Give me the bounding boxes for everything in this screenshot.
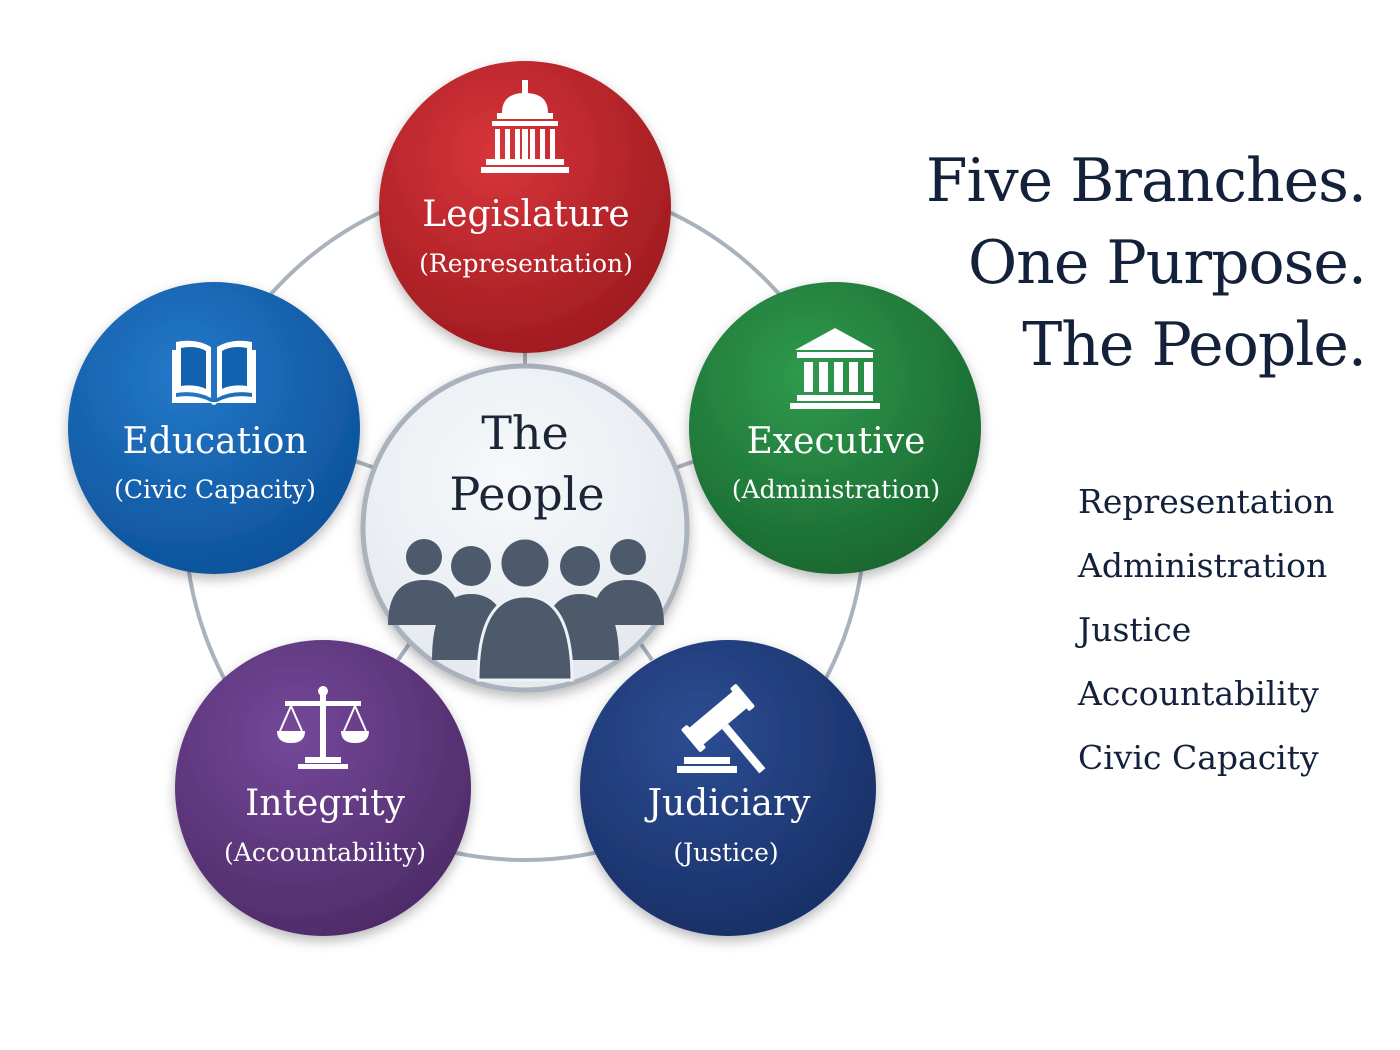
branch-executive-subtitle: (Administration) <box>732 475 940 504</box>
book-pages <box>181 347 247 389</box>
branch-education-subtitle: (Civic Capacity) <box>114 475 316 504</box>
values-list-item: Accountability <box>1078 674 1319 713</box>
branch-legislature-subtitle: (Representation) <box>419 249 633 278</box>
government-building-icon <box>790 328 880 409</box>
branch-judiciary: Judiciary (Justice) <box>580 640 876 936</box>
branch-integrity-title: Integrity <box>245 783 405 824</box>
values-list: Representation Administration Justice Ac… <box>1078 470 1334 790</box>
branch-executive-circle <box>689 282 981 574</box>
values-list-item: Administration <box>1078 546 1328 585</box>
headline-line2: One Purpose. <box>967 228 1367 298</box>
branch-judiciary-subtitle: (Justice) <box>673 838 778 867</box>
center-title-line1: The <box>481 406 569 460</box>
headline-line3: The People. <box>1022 310 1367 380</box>
branch-integrity: Integrity (Accountability) <box>175 640 471 936</box>
values-list-item: Civic Capacity <box>1078 738 1319 777</box>
branch-judiciary-title: Judiciary <box>644 783 812 824</box>
center-title-line2: People <box>449 467 604 521</box>
branch-integrity-subtitle: (Accountability) <box>224 838 426 867</box>
branch-legislature-title: Legislature <box>422 194 629 235</box>
headline: Five Branches. One Purpose. The People. <box>925 140 1367 386</box>
scales-icon <box>277 686 369 769</box>
branch-judiciary-circle <box>580 640 876 936</box>
branch-legislature-circle <box>379 61 671 353</box>
people-icon <box>388 536 664 682</box>
branch-education-title: Education <box>123 421 308 462</box>
values-list-item: Representation <box>1078 482 1335 521</box>
branch-executive-title: Executive <box>747 421 926 462</box>
branch-executive: Executive (Administration) <box>689 282 981 574</box>
branch-education-circle <box>68 282 360 574</box>
values-list-item: Justice <box>1078 610 1192 649</box>
branch-legislature: Legislature (Representation) <box>379 61 671 353</box>
capitol-dome-icon <box>481 80 569 173</box>
branch-integrity-circle <box>175 640 471 936</box>
headline-line1: Five Branches. <box>925 146 1367 216</box>
center-node: The People <box>360 363 690 693</box>
branch-education: Education (Civic Capacity) <box>68 282 360 574</box>
gavel-icon <box>677 684 766 774</box>
